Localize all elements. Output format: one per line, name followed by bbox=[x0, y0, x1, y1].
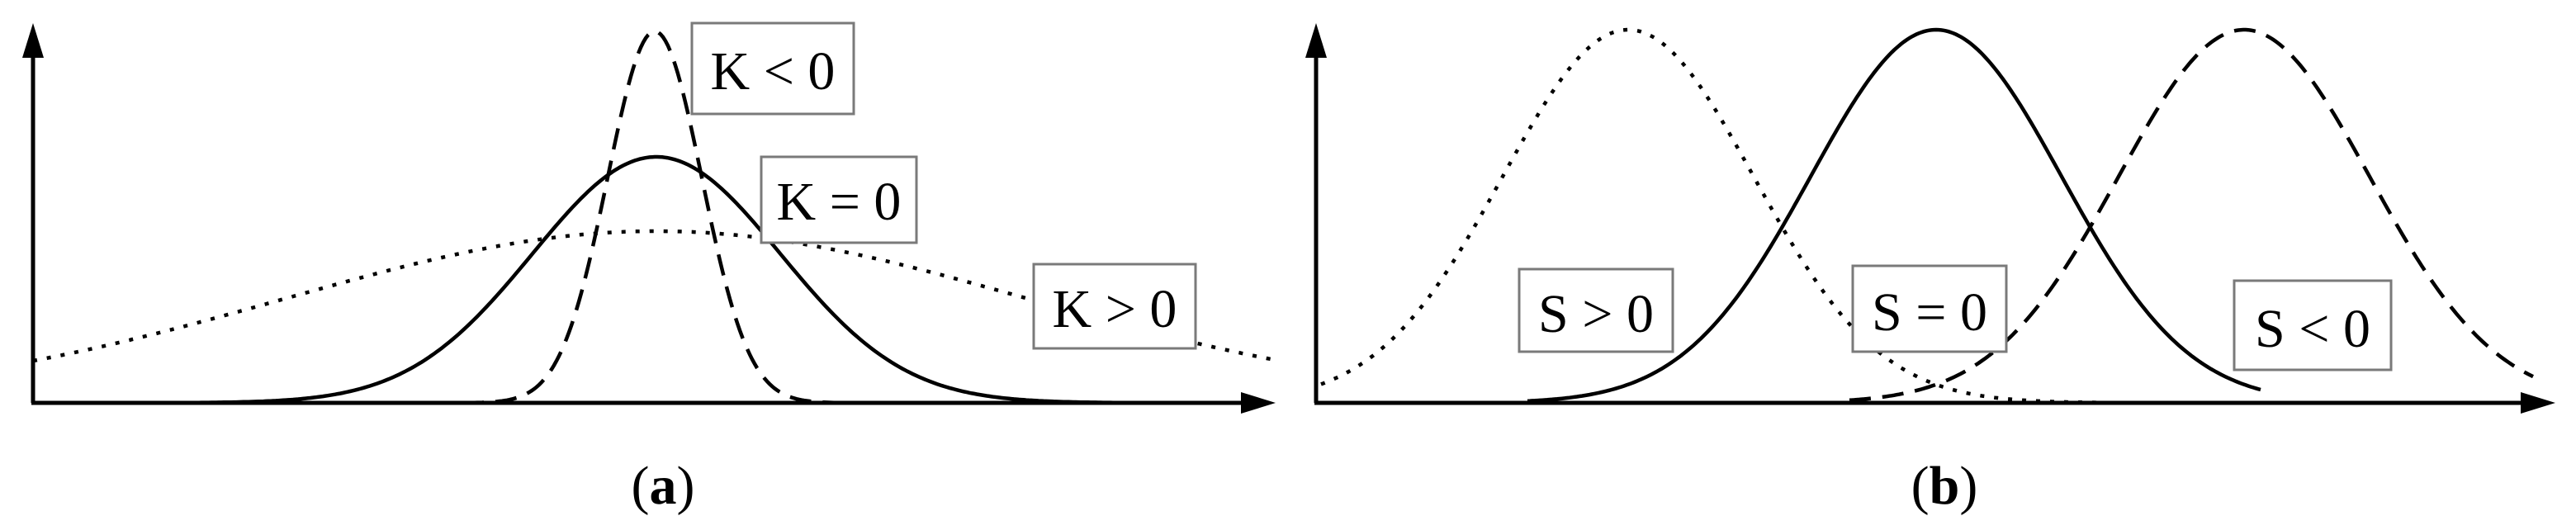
panel-b-curve-s-positive bbox=[1320, 27, 2262, 405]
panel-b-caption-close: ) bbox=[1959, 456, 1977, 516]
panel-a-y-axis-arrow-icon bbox=[22, 23, 44, 58]
panel-a-label-k-positive-box bbox=[1032, 263, 1197, 350]
panel-a-label-k-zero-box bbox=[760, 155, 918, 244]
panel-a: K < 0 K = 0 K > 0 (a) bbox=[22, 21, 1276, 516]
panel-b-label-s-positive-box bbox=[1518, 267, 1674, 353]
panel-a-label-k-negative-box bbox=[690, 21, 855, 116]
panel-b-y-axis-arrow-icon bbox=[1305, 23, 1327, 58]
panel-b-caption-open: ( bbox=[1911, 456, 1930, 516]
panel-a-label-k-positive-text: K > 0 bbox=[1053, 279, 1177, 339]
panel-b-label-s-zero-box bbox=[1851, 264, 2008, 353]
panel-a-caption: (a) bbox=[632, 456, 695, 516]
panel-b-curve-s-zero bbox=[1527, 27, 2261, 403]
panel-b-label-s-negative-text: S < 0 bbox=[2255, 299, 2370, 359]
panel-a-caption-close: ) bbox=[677, 456, 695, 516]
panel-a-label-k-positive: K > 0 bbox=[1032, 263, 1197, 350]
panel-b-caption-letter: b bbox=[1930, 456, 1960, 516]
panel-a-caption-open: ( bbox=[632, 456, 650, 516]
panel-a-label-k-zero: K = 0 bbox=[760, 155, 918, 244]
panel-b-label-s-zero-text: S = 0 bbox=[1872, 282, 1987, 343]
panel-a-x-axis-arrow-icon bbox=[1241, 392, 1276, 414]
panel-a-label-k-negative: K < 0 bbox=[690, 21, 855, 116]
panel-b-label-s-zero: S = 0 bbox=[1851, 264, 2008, 353]
panel-a-curve-k-negative bbox=[462, 29, 835, 405]
panel-b-label-s-negative: S < 0 bbox=[2233, 279, 2393, 371]
panel-b-label-s-positive: S > 0 bbox=[1518, 267, 1674, 353]
panel-a-label-k-negative-text: K < 0 bbox=[711, 41, 836, 102]
panel-b-x-axis-arrow-icon bbox=[2521, 392, 2555, 414]
panel-a-curve-k-zero bbox=[33, 154, 1237, 405]
panel-b-caption: (b) bbox=[1911, 456, 1978, 516]
panel-a-caption-letter: a bbox=[650, 456, 677, 516]
panel-b: S > 0 S = 0 S < 0 (b) bbox=[1305, 23, 2555, 516]
panel-a-label-k-zero-text: K = 0 bbox=[777, 172, 902, 232]
panel-b-label-s-negative-box bbox=[2233, 279, 2393, 371]
panel-b-curve-s-negative bbox=[1849, 27, 2535, 403]
panel-b-label-s-positive-text: S > 0 bbox=[1538, 284, 1654, 344]
